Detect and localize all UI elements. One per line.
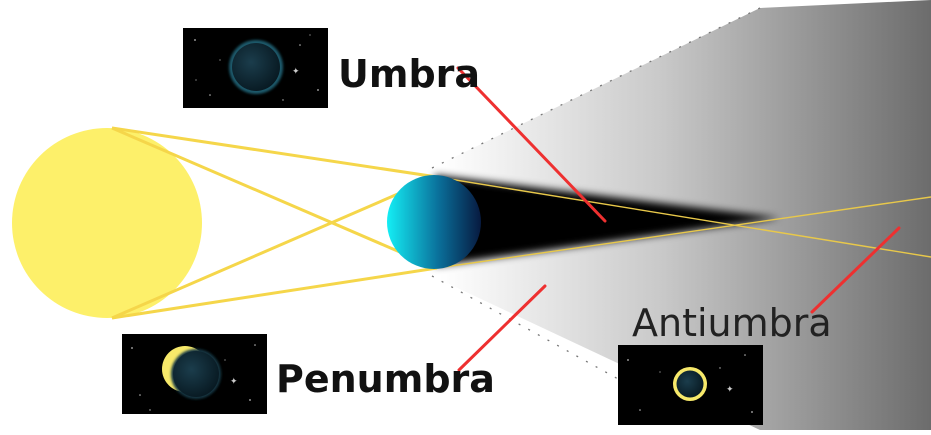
- svg-text:✦: ✦: [230, 377, 238, 387]
- annular-eclipse-view: ✦: [618, 345, 763, 425]
- partial-eclipse-view: ✦: [122, 334, 267, 414]
- sun-icon: [12, 128, 202, 318]
- antiumbra-label: Antiumbra: [632, 301, 832, 345]
- penumbra-pointer: [457, 284, 547, 372]
- planet-icon: [387, 175, 481, 269]
- svg-text:✦: ✦: [726, 385, 734, 395]
- umbra-rays: [436, 176, 931, 269]
- umbra-shadow: [435, 175, 780, 266]
- umbra-pointer: [456, 66, 607, 223]
- total-eclipse-view: ✦: [183, 28, 328, 108]
- umbra-label: Umbra: [338, 52, 481, 96]
- svg-text:✦: ✦: [292, 67, 300, 77]
- antiumbra-pointer: [810, 226, 901, 314]
- sun-rays: [111, 126, 438, 320]
- label-pointers: [456, 66, 901, 372]
- penumbra-label: Penumbra: [276, 357, 495, 401]
